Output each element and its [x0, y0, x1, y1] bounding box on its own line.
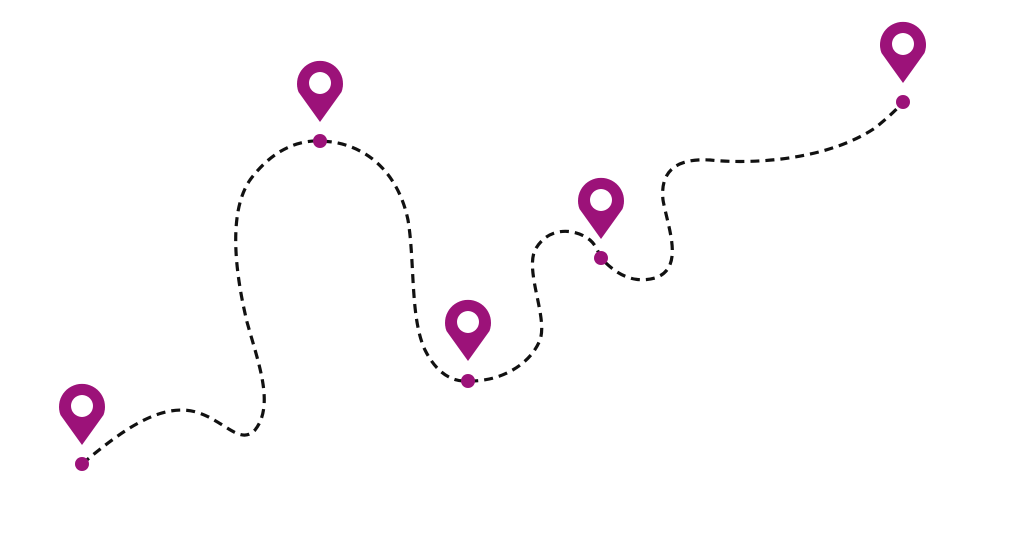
- pin-hole: [590, 189, 612, 211]
- stop-dot: [896, 95, 910, 109]
- pin-hole: [457, 311, 479, 333]
- stop-dot: [461, 374, 475, 388]
- route-stop: [445, 299, 491, 388]
- dashed-route-line: [80, 100, 905, 466]
- map-pin-icon: [445, 299, 491, 361]
- map-pin-icon: [879, 21, 926, 83]
- route-stop: [58, 383, 105, 471]
- pin-hole: [309, 72, 331, 94]
- pin-hole: [892, 33, 914, 55]
- stop-dot: [313, 134, 327, 148]
- stops-layer: [58, 21, 926, 471]
- route-stop: [297, 60, 344, 148]
- pin-hole: [71, 395, 93, 417]
- route-stop: [879, 21, 926, 109]
- map-pin-icon: [297, 60, 344, 122]
- route-stop: [578, 177, 624, 265]
- map-pin-icon: [58, 383, 105, 445]
- stop-dot: [75, 457, 89, 471]
- stop-dot: [594, 251, 608, 265]
- map-pin-icon: [578, 177, 624, 239]
